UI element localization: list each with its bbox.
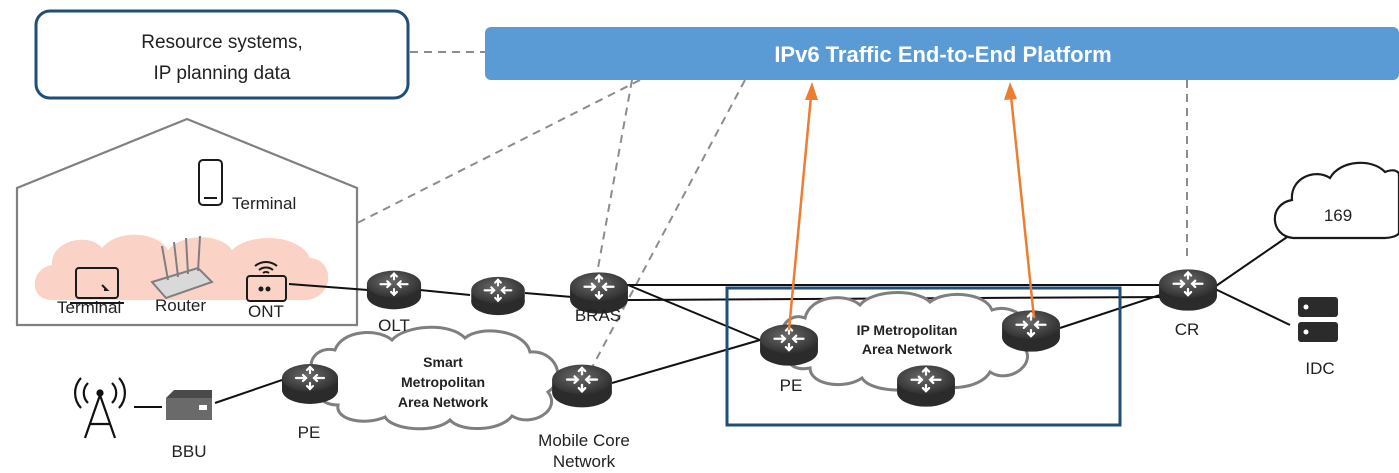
server-icon bbox=[1298, 297, 1338, 342]
ip-metro-box bbox=[725, 286, 1122, 427]
terminal-pc-label: Terminal bbox=[57, 298, 121, 317]
router-label: Router bbox=[155, 296, 206, 315]
terminal-phone-label: Terminal bbox=[232, 194, 296, 213]
bbu-icon bbox=[166, 390, 212, 420]
resource-systems-line1: Resource systems, bbox=[141, 32, 303, 53]
platform-title: IPv6 Traffic End-to-End Platform bbox=[774, 42, 1111, 67]
cloud-169-label: 169 bbox=[1324, 206, 1352, 225]
antenna-icon bbox=[74, 377, 126, 439]
phone-icon bbox=[198, 159, 223, 206]
pe-smart-label: PE bbox=[298, 423, 321, 442]
bbu-label: BBU bbox=[172, 442, 207, 461]
cr-label: CR bbox=[1175, 320, 1200, 339]
mobile-core-router-icon bbox=[550, 363, 614, 409]
wifi-router-icon bbox=[150, 235, 214, 300]
olt-router-icon bbox=[365, 269, 423, 311]
resource-systems-line2: IP planning data bbox=[154, 63, 291, 84]
cloud-icon bbox=[1273, 161, 1399, 240]
ont-label: ONT bbox=[248, 302, 284, 321]
network-links bbox=[134, 234, 1291, 408]
bras-label: BRAS bbox=[575, 306, 621, 325]
pe-metro-label: PE bbox=[780, 376, 803, 395]
olt-label: OLT bbox=[378, 316, 410, 335]
ip-metro-label-2: Area Network bbox=[862, 341, 952, 357]
pe-metro-router-icon bbox=[758, 323, 820, 367]
aggregation-router-icon bbox=[470, 275, 526, 317]
home-lan-cloud bbox=[34, 234, 329, 300]
smart-metro-cloud bbox=[309, 325, 560, 431]
monitor-icon bbox=[70, 267, 124, 304]
metro-bottom-router-icon bbox=[895, 364, 957, 408]
ont-icon bbox=[246, 261, 287, 302]
mobile-core-label-1: Mobile Core bbox=[538, 431, 630, 450]
ip-metro-label-1: IP Metropolitan bbox=[857, 322, 958, 338]
platform-bar bbox=[485, 27, 1399, 80]
smart-metro-label-3: Area Network bbox=[398, 394, 488, 410]
smart-metro-label-2: Metropolitan bbox=[401, 374, 485, 390]
cr-router-icon bbox=[1157, 268, 1219, 312]
idc-label: IDC bbox=[1305, 359, 1334, 378]
resource-systems-box bbox=[34, 9, 410, 100]
smart-metro-label-1: Smart bbox=[423, 354, 463, 370]
mobile-core-label-2: Network bbox=[553, 452, 616, 471]
metro-right-router-icon bbox=[1000, 309, 1062, 353]
pe-smart-router-icon bbox=[280, 362, 340, 406]
traffic-arrows bbox=[787, 82, 1036, 331]
